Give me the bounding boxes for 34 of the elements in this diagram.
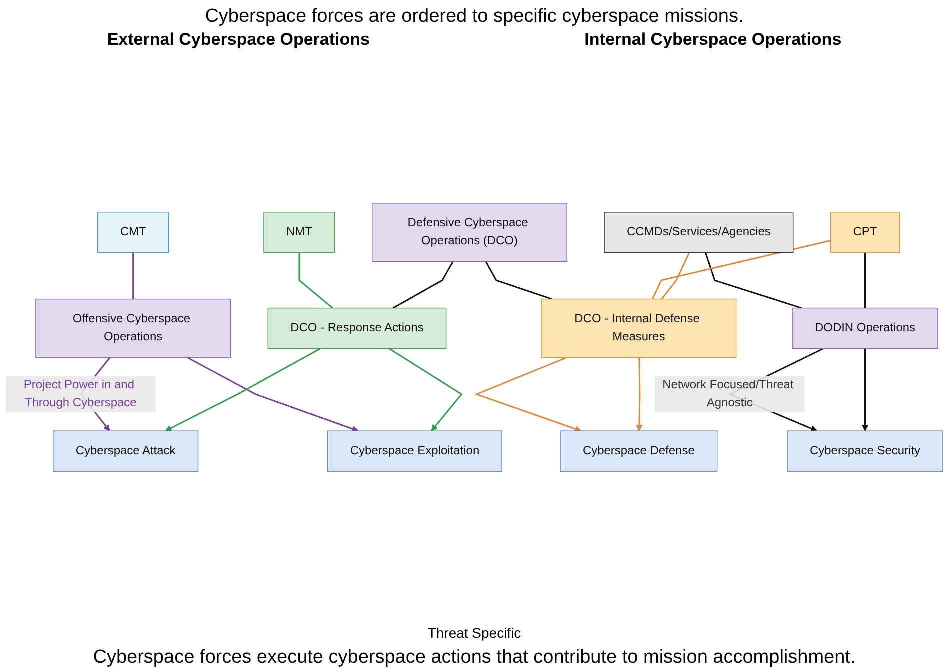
node-box: CCMDs/Services/Agencies bbox=[604, 212, 794, 254]
connector bbox=[704, 252, 802, 309]
connector bbox=[485, 261, 552, 300]
arrow bbox=[187, 357, 359, 432]
node-box: CMT bbox=[98, 212, 170, 254]
arrow bbox=[388, 348, 463, 432]
edge-label: Project Power in and Through Cyberspace bbox=[24, 378, 137, 410]
node-box: DODIN Operations bbox=[792, 308, 938, 350]
title: Cyberspace forces are ordered to specific cyberspace missions. bbox=[205, 6, 744, 28]
connector bbox=[652, 240, 831, 300]
arrow bbox=[636, 358, 643, 432]
connector bbox=[298, 252, 334, 309]
node-box: Cyberspace Exploitation bbox=[328, 430, 502, 472]
node-box: Cyberspace Attack bbox=[53, 430, 199, 472]
node-box: Offensive Cyberspace Operations bbox=[36, 298, 232, 358]
node-box: DCO - Internal Defense Measures bbox=[541, 298, 737, 358]
connector bbox=[392, 261, 454, 309]
node-box: Cyberspace Defense bbox=[560, 430, 718, 472]
node-box: Cyberspace Security bbox=[787, 430, 944, 472]
arrow bbox=[474, 357, 582, 432]
node-box: DCO - Response Actions bbox=[268, 308, 447, 350]
connector bbox=[864, 252, 866, 308]
section-heading: External Cyberspace Operations bbox=[107, 30, 370, 50]
arrow bbox=[165, 348, 321, 432]
connector bbox=[132, 252, 134, 300]
caption: Cyberspace forces execute cyberspace actions that contribute to mission accomplishment. bbox=[93, 647, 856, 669]
section-heading: Internal Cyberspace Operations bbox=[584, 30, 842, 50]
node-box: CPT bbox=[830, 212, 900, 254]
node-box: Defensive Cyberspace Operations (DCO) bbox=[372, 203, 568, 262]
node-box: NMT bbox=[264, 212, 336, 254]
arrow bbox=[862, 348, 869, 432]
connector bbox=[661, 252, 690, 300]
note-text: Threat Specific bbox=[428, 625, 522, 641]
edge-label: Network Focused/Threat Agnostic bbox=[662, 378, 794, 410]
